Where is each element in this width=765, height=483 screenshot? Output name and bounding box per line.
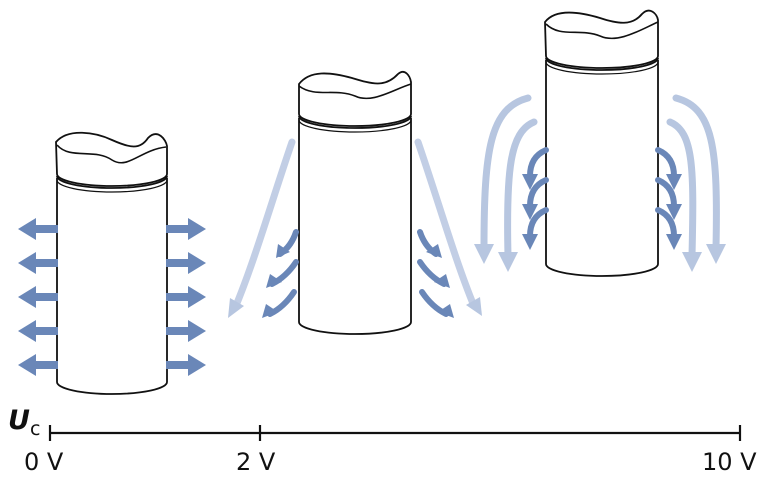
field-arrow-icon bbox=[166, 252, 206, 274]
field-arrow-icon bbox=[18, 218, 58, 240]
field-arrows-0v-left bbox=[18, 218, 58, 376]
field-arrow-icon bbox=[18, 354, 58, 376]
tick-label-10v: 10 V bbox=[702, 448, 757, 476]
cylinder-0v bbox=[55, 131, 168, 395]
cylinder-10v bbox=[544, 9, 659, 277]
field-arrows-10v bbox=[474, 94, 726, 272]
field-arrow-icon bbox=[166, 320, 206, 342]
tick-label-2v: 2 V bbox=[236, 448, 276, 476]
field-arrow-icon bbox=[18, 286, 58, 308]
cylinder-2v bbox=[298, 70, 412, 335]
voltage-axis bbox=[48, 425, 742, 441]
field-arrow-icon bbox=[166, 218, 206, 240]
field-arrow-icon bbox=[18, 320, 58, 342]
field-arrow-icon bbox=[166, 354, 206, 376]
axis-symbol-main: U bbox=[8, 405, 30, 436]
axis-symbol: Uc bbox=[8, 405, 40, 440]
tick-label-0v: 0 V bbox=[24, 448, 64, 476]
field-arrow-icon bbox=[18, 252, 58, 274]
field-arrow-icon bbox=[166, 286, 206, 308]
field-arrows-2v bbox=[228, 138, 482, 318]
field-arrows-0v-right bbox=[166, 218, 206, 376]
axis-symbol-subscript: c bbox=[29, 418, 41, 440]
